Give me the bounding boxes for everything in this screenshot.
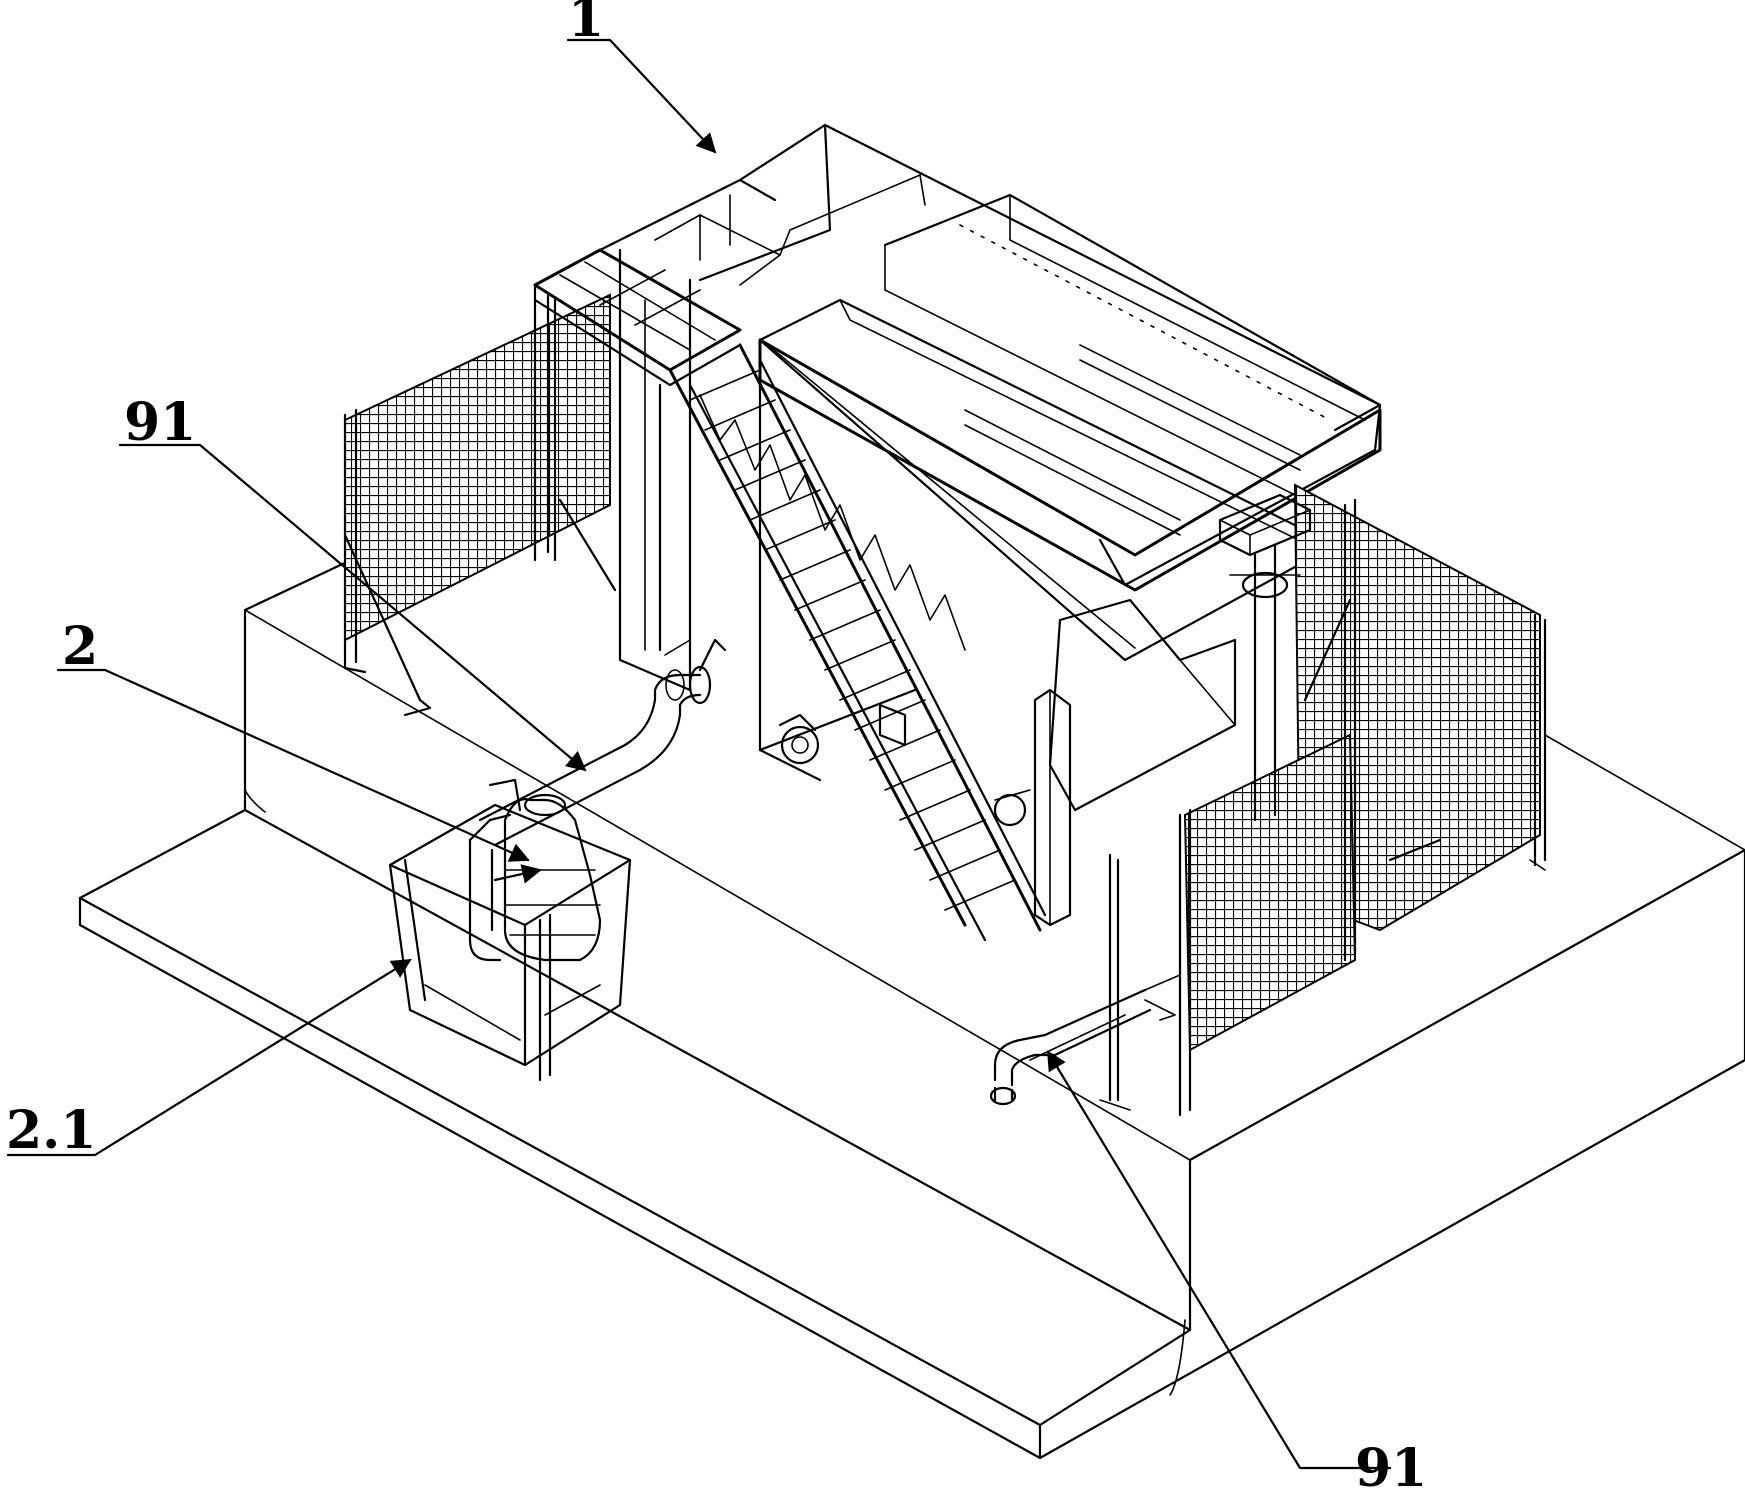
callout-labels: 1 91 2 2.1 91 [6, 0, 1427, 1492]
callout-2: 2 [62, 616, 98, 677]
feed-pipe [478, 638, 1031, 847]
callout-91-upper: 91 [124, 392, 196, 453]
settler-plates [959, 224, 1331, 536]
main-tank [598, 123, 1382, 927]
pump-skid [388, 778, 632, 1082]
outlet-pipe [989, 853, 1181, 1111]
leader-1 [566, 38, 717, 154]
right-fence [1178, 483, 1547, 1117]
staircase [668, 343, 1047, 942]
leader-91-lower [1046, 1050, 1392, 1470]
riser-pipe [1218, 493, 1312, 822]
access-platform [533, 248, 742, 652]
leader-2 [56, 668, 530, 862]
leader-2-1 [6, 958, 412, 1157]
callout-1: 1 [568, 0, 604, 49]
callout-2-1: 2.1 [6, 1100, 96, 1161]
left-fence [343, 293, 617, 717]
leader-lines [6, 38, 1392, 1470]
foundation-slab [78, 443, 1745, 1460]
leader-91-upper [118, 443, 587, 772]
callout-91-lower: 91 [1355, 1438, 1427, 1492]
